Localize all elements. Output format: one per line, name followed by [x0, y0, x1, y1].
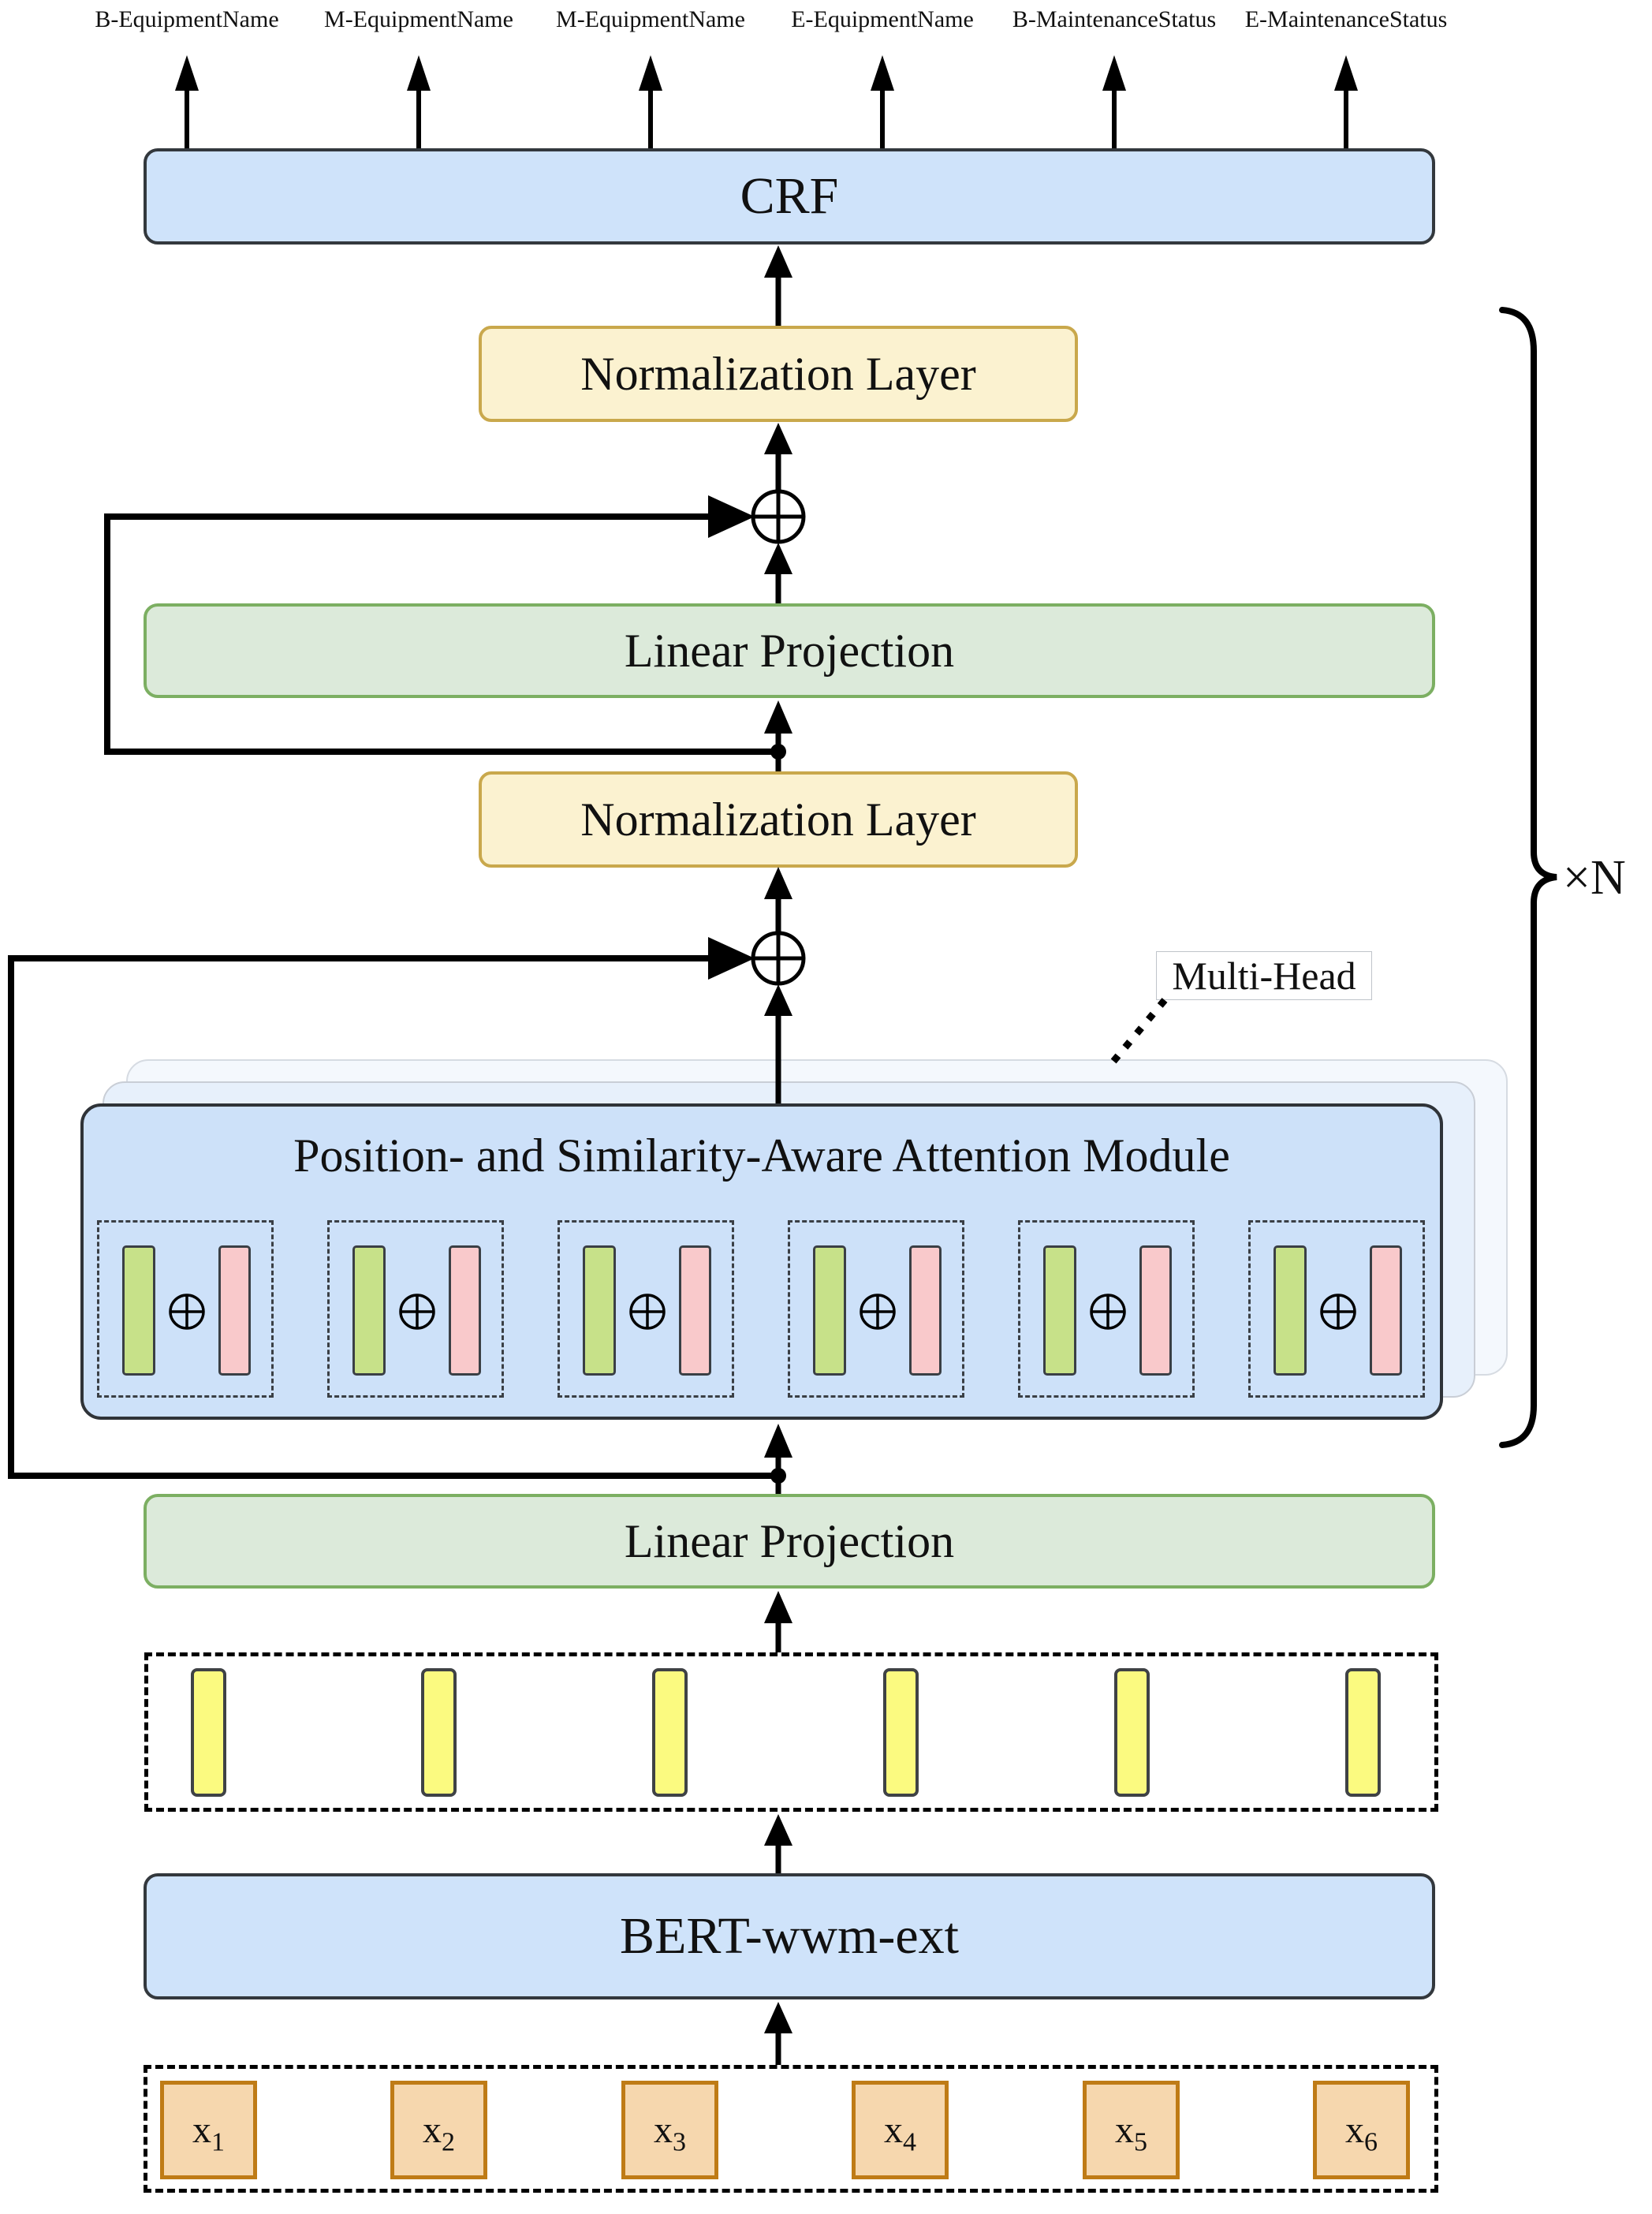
- attention-module: Position- and Similarity-Aware Attention…: [80, 1103, 1443, 1420]
- similarity-embedding-bar: [1139, 1245, 1172, 1376]
- junction-dot: [770, 1468, 786, 1484]
- plus-circle-icon: [1090, 1294, 1126, 1330]
- output-tag-label: E-EquipmentName: [791, 6, 974, 32]
- output-tag-label: B-MaintenanceStatus: [1012, 6, 1217, 32]
- input-token: x6: [1313, 2081, 1410, 2179]
- input-token: x3: [621, 2081, 718, 2179]
- embedding-bar: [1114, 1668, 1150, 1797]
- attention-head: [788, 1220, 964, 1398]
- add-circle-lower: [751, 931, 806, 986]
- input-token-label: x4: [884, 2109, 916, 2157]
- similarity-embedding-bar: [1370, 1245, 1402, 1376]
- embedding-bar: [883, 1668, 919, 1797]
- output-arrows: [175, 55, 1358, 148]
- plus-circle-icon: [860, 1294, 896, 1330]
- input-token-label: x5: [1115, 2109, 1147, 2157]
- input-token-label: x3: [654, 2109, 686, 2157]
- crf-label: CRF: [740, 167, 839, 226]
- input-token: x5: [1083, 2081, 1180, 2179]
- embedding-bar: [191, 1668, 226, 1797]
- position-embedding-bar: [352, 1245, 386, 1376]
- normalization-layer-lower: Normalization Layer: [479, 771, 1078, 868]
- similarity-embedding-bar: [679, 1245, 711, 1376]
- similarity-embedding-bar: [909, 1245, 942, 1376]
- position-embedding-bar: [122, 1245, 155, 1376]
- output-tag-label: M-EquipmentName: [556, 6, 745, 32]
- input-token-label: x1: [192, 2109, 225, 2157]
- multi-head-callout-line: [1109, 998, 1168, 1066]
- attention-head: [97, 1220, 274, 1398]
- embedding-bar: [652, 1668, 688, 1797]
- attention-head: [558, 1220, 734, 1398]
- attention-module-title: Position- and Similarity-Aware Attention…: [293, 1129, 1230, 1182]
- input-token-label: x6: [1345, 2109, 1378, 2157]
- embedding-bar: [1345, 1668, 1381, 1797]
- normalization-layer-upper: Normalization Layer: [479, 326, 1078, 422]
- attention-head: [1018, 1220, 1195, 1398]
- multi-head-label: Multi-Head: [1172, 954, 1356, 998]
- repeat-brace: [1499, 307, 1557, 1448]
- attention-head: [1248, 1220, 1425, 1398]
- output-tag-label: M-EquipmentName: [324, 6, 513, 32]
- normalization-layer-label: Normalization Layer: [580, 347, 976, 400]
- plus-circle-icon: [1320, 1294, 1356, 1330]
- position-embedding-bar: [1273, 1245, 1307, 1376]
- similarity-embedding-bar: [218, 1245, 251, 1376]
- linear-projection-label: Linear Projection: [624, 624, 955, 677]
- bert-label: BERT-wwm-ext: [620, 1907, 959, 1966]
- output-tag-label: E-MaintenanceStatus: [1244, 6, 1448, 32]
- junction-dot: [770, 744, 786, 760]
- linear-projection-lower: Linear Projection: [144, 1494, 1435, 1589]
- output-tag-label: B-EquipmentName: [95, 6, 279, 32]
- embedding-bar: [421, 1668, 457, 1797]
- embedding-sequence-box: [144, 1652, 1438, 1812]
- input-sequence-box: x1 x2 x3 x4 x5 x6: [144, 2065, 1438, 2193]
- multi-head-callout: Multi-Head: [1156, 951, 1372, 1000]
- similarity-embedding-bar: [449, 1245, 481, 1376]
- crf-box: CRF: [144, 148, 1435, 245]
- plus-circle-icon: [629, 1294, 666, 1330]
- position-embedding-bar: [813, 1245, 846, 1376]
- position-embedding-bar: [1043, 1245, 1076, 1376]
- plus-circle-icon: [399, 1294, 435, 1330]
- normalization-layer-label: Normalization Layer: [580, 793, 976, 846]
- input-token: x4: [852, 2081, 949, 2179]
- plus-circle-icon: [169, 1294, 205, 1330]
- position-embedding-bar: [583, 1245, 616, 1376]
- add-circle-upper: [751, 489, 806, 544]
- bert-box: BERT-wwm-ext: [144, 1873, 1435, 1999]
- input-token: x1: [160, 2081, 257, 2179]
- linear-projection-upper: Linear Projection: [144, 603, 1435, 698]
- input-token-label: x2: [423, 2109, 455, 2157]
- attention-head: [327, 1220, 504, 1398]
- linear-projection-label: Linear Projection: [624, 1514, 955, 1567]
- input-token: x2: [390, 2081, 487, 2179]
- repeat-count-label: ×N: [1563, 851, 1626, 905]
